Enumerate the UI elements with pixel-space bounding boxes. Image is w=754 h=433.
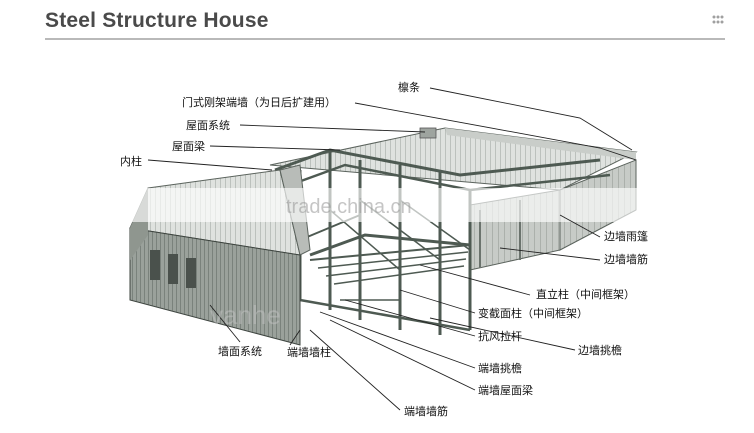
header: Steel Structure House (0, 0, 754, 44)
share-icon[interactable] (710, 13, 726, 27)
label-side-wall-eave: 边墙挑檐 (578, 344, 622, 357)
window (186, 258, 196, 288)
label-inner-column: 内柱 (120, 155, 142, 168)
label-end-wall-eave: 端墙挑檐 (478, 362, 522, 375)
watermark-band (0, 188, 754, 222)
label-roof-beam: 屋面梁 (172, 140, 205, 153)
title-divider (45, 38, 725, 40)
label-wall-system: 墙面系统 (218, 345, 262, 358)
label-end-wall-column: 端墙墙柱 (287, 346, 331, 359)
label-purlin: 檩条 (398, 81, 420, 94)
window (168, 254, 178, 284)
steel-house-diagram (0, 87, 754, 411)
label-end-wall-roof-beam: 端墙屋面梁 (478, 384, 533, 397)
label-side-wall-canopy: 边墙雨篷 (604, 230, 648, 243)
main-roof (269, 127, 638, 191)
window (150, 250, 160, 280)
label-side-wall-bracing: 边墙墙筋 (604, 253, 648, 266)
label-end-wall-bracing: 端墙墙筋 (404, 405, 448, 418)
label-portal-frame-end-wall: 门式刚架端墙（为日后扩建用） (182, 96, 336, 109)
annex-wall (129, 188, 301, 346)
roof-vent (419, 127, 437, 139)
leader-lines (147, 87, 637, 411)
label-vertical-column: 直立柱（中间框架） (536, 288, 635, 301)
label-wind-bracing-rod: 抗风拉杆 (478, 330, 522, 343)
label-roof-system: 屋面系统 (186, 119, 230, 132)
page-title: Steel Structure House (45, 9, 269, 32)
label-variable-section-column: 变截面柱（中间框架） (478, 307, 588, 320)
